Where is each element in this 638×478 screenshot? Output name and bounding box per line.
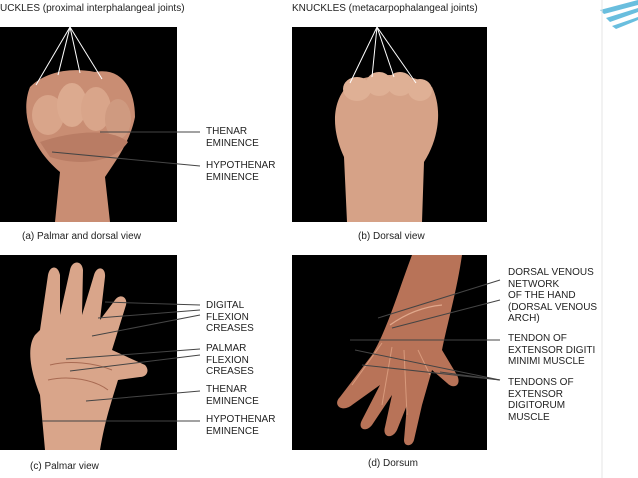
fist-dorsal-illustration <box>335 27 439 222</box>
header-right-knuckles-mcp: KNUCKLES (metacarpophalangeal joints) <box>292 3 478 14</box>
caption-c: (c) Palmar view <box>30 461 99 472</box>
panel-a-palmar-dorsal <box>0 27 177 222</box>
header-left-knuckles-pip: UCKLES (proximal interphalangeal joints) <box>0 3 185 14</box>
caption-b: (b) Dorsal view <box>358 231 425 242</box>
panel-b-dorsal <box>292 27 487 222</box>
label-dorsal-venous-network: DORSAL VENOUS NETWORK OF THE HAND (DORSA… <box>508 267 598 324</box>
caption-d: (d) Dorsum <box>368 458 419 469</box>
label-palmar-flexion-creases: PALMAR FLEXION CREASES <box>206 343 254 377</box>
panel-c-palmar <box>0 255 177 450</box>
label-hypothenar-eminence-c: HYPOTHENAR EMINENCE <box>206 414 276 437</box>
label-digital-flexion-creases: DIGITAL FLEXION CREASES <box>206 300 254 334</box>
label-tendon-extensor-digiti-minimi: TENDON OF EXTENSOR DIGITI MINIMI MUSCLE <box>508 333 596 367</box>
label-tendons-extensor-digitorum: TENDONS OF EXTENSOR DIGITORUM MUSCLE <box>508 377 574 423</box>
label-hypothenar-eminence-a: HYPOTHENAR EMINENCE <box>206 160 276 183</box>
label-thenar-eminence-c: THENAR EMINENCE <box>206 384 259 407</box>
hand-dorsum-illustration <box>337 255 462 446</box>
fist-palmar-illustration <box>26 27 135 222</box>
open-palm-illustration <box>30 262 148 450</box>
label-thenar-eminence-a: THENAR EMINENCE <box>206 126 259 149</box>
panel-d-dorsum <box>292 255 487 450</box>
caption-a: (a) Palmar and dorsal view <box>22 231 141 242</box>
